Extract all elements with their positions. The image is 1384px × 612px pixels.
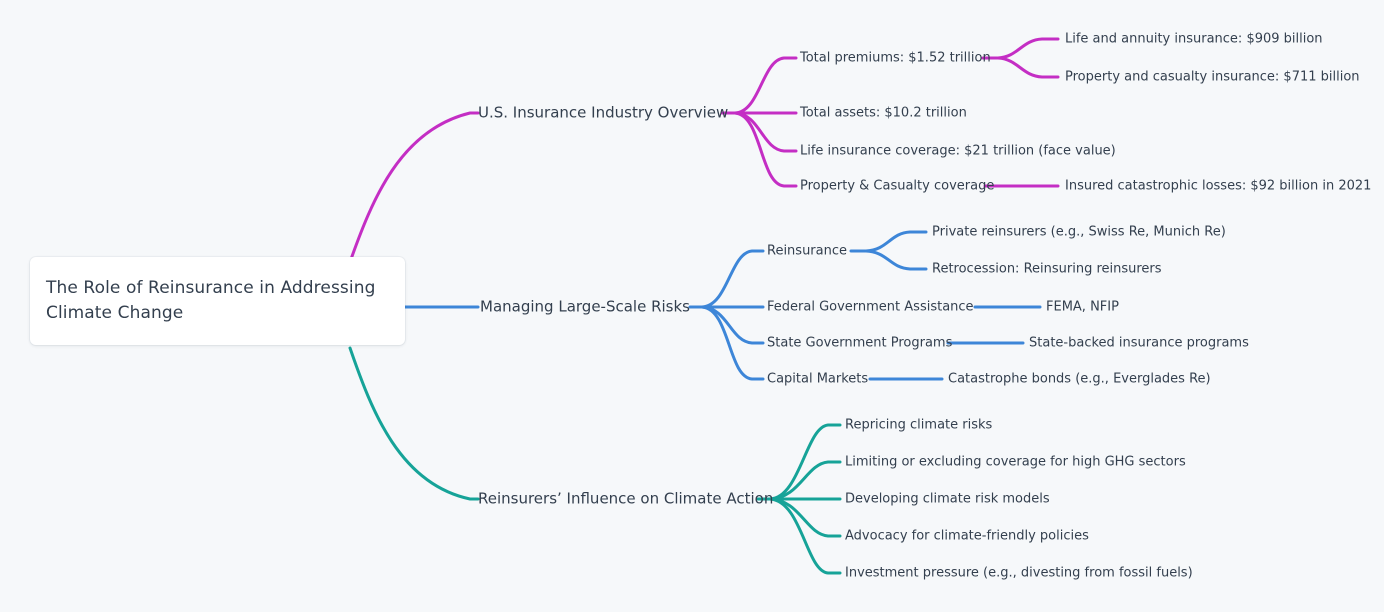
edge-overview-to-total-premiums — [733, 56, 798, 115]
node-label-insured-catastrophic-losses[interactable]: Insured catastrophic losses: $92 billion… — [1065, 178, 1372, 194]
node-label-fema-nfip[interactable]: FEMA, NFIP — [1046, 299, 1119, 315]
node-label-total-premiums[interactable]: Total premiums: $1.52 trillion — [800, 50, 991, 66]
node-label-investment-pressure[interactable]: Investment pressure (e.g., divesting fro… — [845, 565, 1193, 581]
node-label-limiting-or-excluding-coverage[interactable]: Limiting or excluding coverage for high … — [845, 454, 1186, 470]
node-label-life-and-annuity-insurance[interactable]: Life and annuity insurance: $909 billion — [1065, 31, 1323, 47]
edge-influence-to-advocacy — [768, 497, 842, 538]
node-label-life-insurance-coverage[interactable]: Life insurance coverage: $21 trillion (f… — [800, 143, 1116, 159]
edge-overview-to-life-insurance-coverage — [733, 111, 798, 153]
edge-reinsurance-to-retrocession — [864, 249, 928, 271]
branch-label-managing-large-scale-risks[interactable]: Managing Large-Scale Risks — [480, 297, 690, 316]
branch-label-reinsurers-influence-on-climate-action[interactable]: Reinsurers’ Influence on Climate Action — [478, 489, 774, 508]
node-label-catastrophe-bonds[interactable]: Catastrophe bonds (e.g., Everglades Re) — [948, 371, 1211, 387]
edge-root-to-us-insurance-industry-overview — [348, 111, 480, 264]
node-label-retrocession[interactable]: Retrocession: Reinsuring reinsurers — [932, 261, 1162, 277]
edge-influence-to-investment-pressure — [768, 497, 842, 575]
edge-influence-to-repricing-climate-risks — [768, 423, 842, 501]
edge-total-premiums-to-property-casualty — [996, 56, 1060, 79]
node-label-state-government-programs[interactable]: State Government Programs — [767, 335, 953, 351]
node-label-repricing-climate-risks[interactable]: Repricing climate risks — [845, 417, 993, 433]
edge-managing-to-state-government-programs — [700, 305, 765, 345]
edge-reinsurance-to-private-reinsurers — [864, 230, 928, 253]
branch-label-us-insurance-industry-overview[interactable]: U.S. Insurance Industry Overview — [478, 103, 729, 122]
edge-influence-to-limiting-coverage — [768, 460, 842, 501]
node-label-property-casualty-coverage[interactable]: Property & Casualty coverage — [800, 178, 995, 194]
edge-total-premiums-to-life-annuity — [996, 37, 1060, 60]
node-label-property-and-casualty-insurance[interactable]: Property and casualty insurance: $711 bi… — [1065, 69, 1360, 85]
node-label-private-reinsurers[interactable]: Private reinsurers (e.g., Swiss Re, Muni… — [932, 224, 1226, 240]
node-label-advocacy-for-climate-friendly-policies[interactable]: Advocacy for climate-friendly policies — [845, 528, 1089, 544]
edge-managing-to-capital-markets — [700, 305, 765, 381]
edge-managing-to-reinsurance — [700, 249, 765, 309]
node-label-developing-climate-risk-models[interactable]: Developing climate risk models — [845, 491, 1050, 507]
node-label-federal-government-assistance[interactable]: Federal Government Assistance — [767, 299, 974, 315]
node-label-total-assets[interactable]: Total assets: $10.2 trillion — [800, 105, 967, 121]
root-node-label: The Role of Reinsurance in Addressing Cl… — [46, 278, 376, 323]
node-label-state-backed-insurance-programs[interactable]: State-backed insurance programs — [1029, 335, 1249, 351]
edge-overview-to-property-casualty-coverage — [733, 111, 798, 188]
root-node-card[interactable]: The Role of Reinsurance in Addressing Cl… — [30, 257, 405, 345]
edge-root-to-reinsurers-influence — [348, 346, 480, 501]
node-label-reinsurance[interactable]: Reinsurance — [767, 243, 848, 259]
node-label-capital-markets[interactable]: Capital Markets — [767, 371, 869, 387]
